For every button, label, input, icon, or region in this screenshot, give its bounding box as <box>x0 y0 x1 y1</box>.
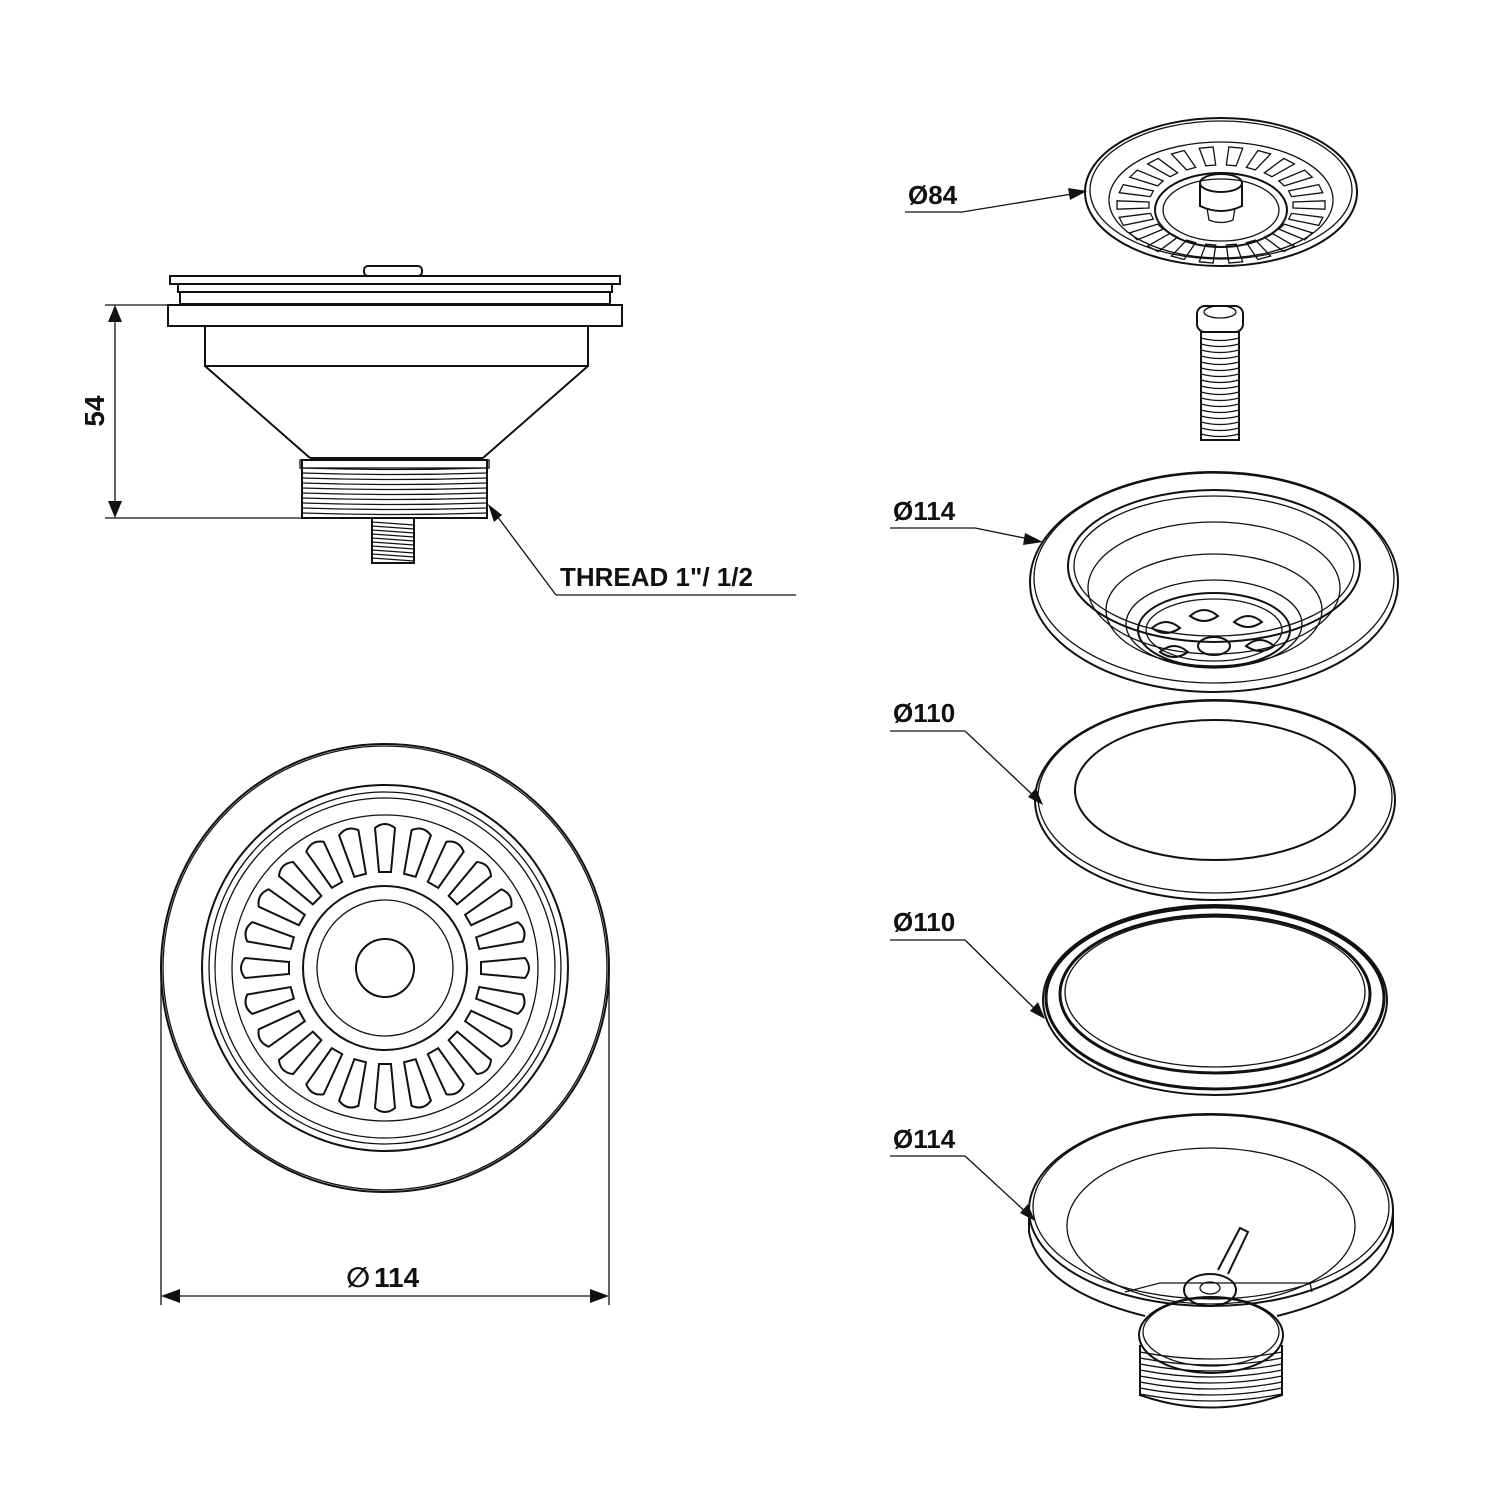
diameter-symbol: ∅ <box>346 1262 370 1293</box>
diameter-dimension: ∅ 114 <box>160 968 610 1305</box>
flange-dim-label: Ø114 <box>893 496 956 526</box>
washer1-dim-label: Ø110 <box>893 698 955 728</box>
washer1-leader: Ø110 <box>890 698 1043 805</box>
height-dimension: 54 <box>79 304 302 519</box>
basket-slot-pattern <box>1116 146 1326 264</box>
washer2-dim-label: Ø110 <box>893 907 955 937</box>
thread-label: THREAD 1"/ 1/2 <box>560 562 753 592</box>
washer2-leader: Ø110 <box>890 907 1045 1019</box>
top-view <box>160 743 610 1193</box>
center-knob <box>355 938 415 998</box>
bolt <box>1196 305 1244 441</box>
body-leader: Ø114 <box>890 1124 1035 1221</box>
thread-leader: THREAD 1"/ 1/2 <box>488 504 796 596</box>
side-view <box>167 265 623 564</box>
drain-holes <box>1150 609 1276 658</box>
basket-slots <box>240 823 530 1113</box>
outlet-thread <box>299 459 490 516</box>
top-flange <box>1029 471 1399 693</box>
basket-leader: Ø84 <box>905 180 1087 213</box>
dim-arrow-up <box>108 305 122 322</box>
basket-dim-label: Ø84 <box>908 180 958 210</box>
height-dim-label: 54 <box>79 395 110 427</box>
drain-body <box>1028 1113 1394 1409</box>
basket-strainer <box>1084 117 1358 267</box>
rubber-gasket <box>1042 904 1388 1096</box>
body-dim-label: Ø114 <box>893 1124 956 1154</box>
screw-thread <box>371 521 415 562</box>
flange-leader: Ø114 <box>890 496 1043 545</box>
flat-washer <box>1034 699 1396 901</box>
diameter-value: 114 <box>374 1262 420 1293</box>
dim-arrow-down <box>108 501 122 518</box>
